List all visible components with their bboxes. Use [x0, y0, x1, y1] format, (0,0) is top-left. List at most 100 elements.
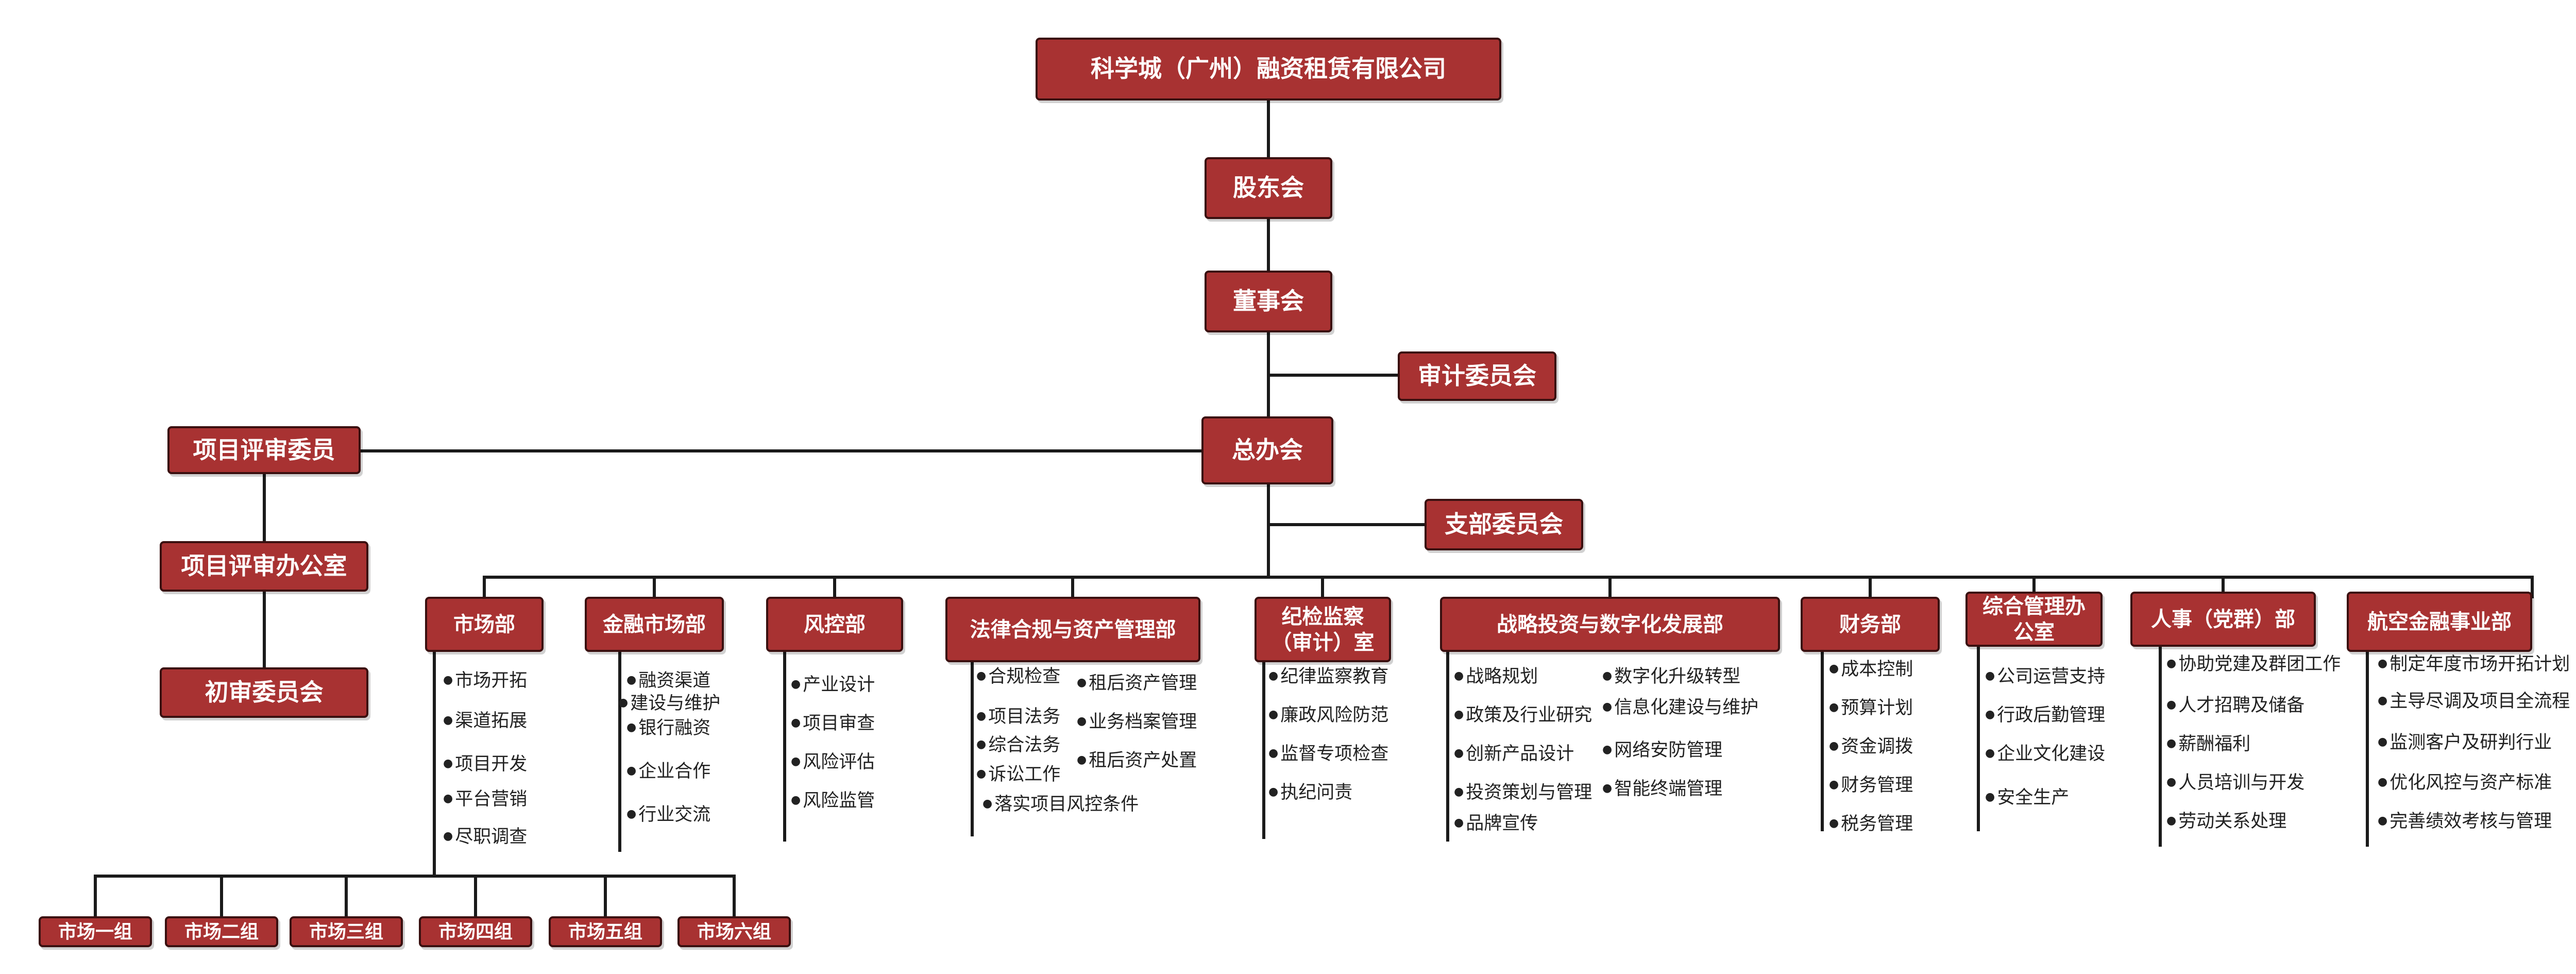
dept-strategy-title: 战略投资与数字化发展部 — [1497, 612, 1723, 636]
dept-discipline: 纪检监察 （审计）室 — [1255, 597, 1391, 662]
shareholders-node: 股东会 — [1205, 157, 1332, 219]
audit-committee-node: 审计委员会 — [1398, 351, 1556, 401]
list-item: 廉政风险防范 — [1268, 704, 1388, 726]
list-item: 项目法务 — [976, 706, 1060, 728]
list-item: 平台营销 — [443, 788, 527, 810]
dept-admin: 综合管理办 公室 — [1965, 592, 2103, 647]
list-item: 企业文化建设 — [1985, 743, 2105, 765]
dept-risk: 风控部 — [766, 597, 903, 652]
list-item: 合规检查 — [976, 666, 1060, 687]
list-item: 安全生产 — [1985, 787, 2069, 809]
audit-committee-label: 审计委员会 — [1418, 362, 1536, 390]
list-item: 人员培训与开发 — [2166, 772, 2304, 794]
dept-finance-title: 财务部 — [1839, 612, 1901, 636]
list-item: 银行融资 — [626, 717, 710, 739]
shareholders-label: 股东会 — [1233, 174, 1304, 202]
market-group-5: 市场五组 — [549, 916, 662, 947]
dept-aviation: 航空金融事业部 — [2347, 592, 2532, 652]
project-review-office-label: 项目评审办公室 — [181, 552, 347, 580]
dept-hr-title: 人事（党群）部 — [2151, 607, 2295, 631]
market-group-label: 市场四组 — [438, 921, 513, 943]
general-office-node: 总办会 — [1201, 416, 1333, 484]
list-item: 薪酬福利 — [2166, 733, 2250, 755]
list-item: 政策及行业研究 — [1454, 704, 1592, 726]
list-item: 风险监管 — [791, 790, 875, 812]
list-item: 综合法务 — [976, 734, 1060, 756]
initial-review-committee-label: 初审委员会 — [205, 678, 324, 707]
dept-finance: 财务部 — [1801, 597, 1940, 652]
list-item-continuation: 建设与维护 — [618, 693, 720, 714]
list-item: 预算计划 — [1829, 697, 1913, 719]
project-review-office-node: 项目评审办公室 — [160, 541, 368, 592]
list-item: 投资策划与管理 — [1454, 782, 1592, 803]
list-item: 市场开拓 — [443, 670, 527, 692]
party-committee-label: 支部委员会 — [1445, 510, 1563, 539]
list-item: 财务管理 — [1829, 775, 1913, 796]
dept-discipline-title-line1: 纪检监察 — [1281, 604, 1364, 629]
market-group-label: 市场一组 — [58, 921, 132, 943]
list-item: 完善绩效考核与管理 — [2378, 811, 2552, 832]
list-item: 劳动关系处理 — [2166, 811, 2286, 832]
list-item: 信息化建设与维护 — [1602, 697, 1758, 718]
list-item: 租后资产管理 — [1077, 673, 1197, 694]
board-node: 董事会 — [1205, 271, 1332, 332]
dept-aviation-title: 航空金融事业部 — [2367, 610, 2512, 634]
list-item: 人才招聘及储备 — [2166, 695, 2304, 716]
list-item: 产业设计 — [791, 674, 875, 696]
party-committee-node: 支部委员会 — [1425, 499, 1583, 550]
list-item: 品牌宣传 — [1454, 813, 1538, 834]
dept-risk-title: 风控部 — [804, 612, 866, 636]
list-item: 成本控制 — [1829, 659, 1913, 680]
dept-finmarket: 金融市场部 — [585, 597, 724, 652]
dept-strategy: 战略投资与数字化发展部 — [1440, 597, 1780, 652]
company-label: 科学城（广州）融资租赁有限公司 — [1091, 55, 1446, 83]
dept-legal: 法律合规与资产管理部 — [945, 597, 1200, 662]
company-node: 科学城（广州）融资租赁有限公司 — [1036, 38, 1501, 100]
dept-legal-title: 法律合规与资产管理部 — [970, 617, 1176, 642]
list-item: 诉讼工作 — [976, 764, 1060, 785]
list-item: 智能终端管理 — [1602, 778, 1722, 800]
dept-market: 市场部 — [425, 597, 544, 652]
market-group-label: 市场三组 — [309, 921, 383, 943]
list-item: 企业合作 — [626, 761, 710, 782]
list-item: 项目审查 — [791, 713, 875, 734]
dept-finmarket-title: 金融市场部 — [603, 612, 706, 636]
list-item: 创新产品设计 — [1454, 743, 1574, 765]
list-item: 主导尽调及项目全流程 — [2378, 691, 2570, 712]
board-label: 董事会 — [1233, 287, 1304, 315]
list-item: 税务管理 — [1829, 813, 1913, 835]
list-item: 监督专项检查 — [1268, 743, 1388, 765]
list-item: 监测客户及研判行业 — [2378, 732, 2552, 753]
list-item: 数字化升级转型 — [1602, 666, 1740, 687]
list-item: 协助党建及群团工作 — [2166, 653, 2341, 675]
dept-hr: 人事（党群）部 — [2130, 592, 2316, 647]
list-item: 制定年度市场开拓计划 — [2378, 653, 2570, 675]
initial-review-committee-node: 初审委员会 — [160, 667, 368, 718]
market-group-2: 市场二组 — [165, 916, 278, 947]
dept-market-title: 市场部 — [453, 612, 515, 636]
project-review-committee-label: 项目评审委员 — [193, 435, 335, 464]
list-item: 渠道拓展 — [443, 710, 527, 732]
market-group-6: 市场六组 — [677, 916, 791, 947]
list-item: 租后资产处置 — [1077, 750, 1197, 771]
market-group-label: 市场二组 — [184, 921, 259, 943]
market-group-1: 市场一组 — [39, 916, 152, 947]
list-item: 风险评估 — [791, 751, 875, 773]
list-item: 行业交流 — [626, 804, 710, 826]
market-group-label: 市场五组 — [568, 921, 642, 943]
list-item: 纪律监察教育 — [1268, 666, 1388, 687]
general-office-label: 总办会 — [1232, 436, 1303, 464]
dept-admin-title-line2: 公室 — [2013, 620, 2055, 644]
market-group-4: 市场四组 — [419, 916, 532, 947]
dept-discipline-title-line2: （审计）室 — [1271, 630, 1375, 654]
list-item: 项目开发 — [443, 753, 527, 775]
list-item: 战略规划 — [1454, 666, 1538, 687]
project-review-committee-node: 项目评审委员 — [167, 426, 361, 474]
market-group-3: 市场三组 — [290, 916, 403, 947]
list-item: 网络安防管理 — [1602, 740, 1722, 761]
list-item: 优化风控与资产标准 — [2378, 772, 2552, 794]
list-item: 执纪问责 — [1268, 782, 1352, 803]
list-item: 业务档案管理 — [1077, 711, 1197, 733]
market-group-label: 市场六组 — [697, 921, 771, 943]
